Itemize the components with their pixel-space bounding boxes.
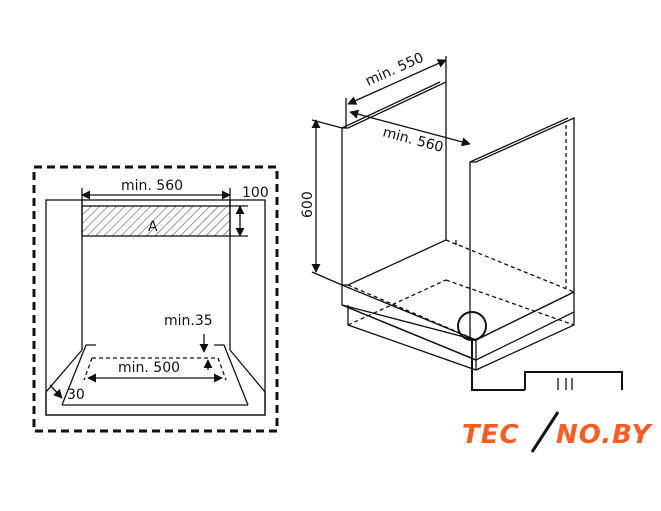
outer-dashed-boundary: [32, 165, 279, 433]
base-width-label: min. 500: [118, 360, 180, 376]
front-width-label: min. 560: [121, 178, 183, 194]
gap-label: min.35: [164, 313, 213, 329]
oven-floor: [45, 349, 266, 416]
detail-callout-circle: [457, 311, 487, 341]
logo-slash-icon: [530, 411, 560, 453]
logo-text-part1: TEC: [462, 420, 520, 450]
left-side-panel: [341, 80, 447, 286]
ventilation-zone: [81, 205, 231, 237]
iso-height-label: 600: [300, 191, 316, 218]
brand-logo: TEC NO.BY: [462, 411, 654, 453]
iso-view: [311, 56, 623, 391]
front-height-label: 100: [242, 185, 269, 201]
front-view: [32, 165, 279, 433]
detail-inset: [524, 371, 623, 390]
side-label: 30: [67, 387, 85, 403]
zone-label: A: [148, 219, 158, 235]
logo-text-part2: NO.BY: [556, 420, 654, 450]
